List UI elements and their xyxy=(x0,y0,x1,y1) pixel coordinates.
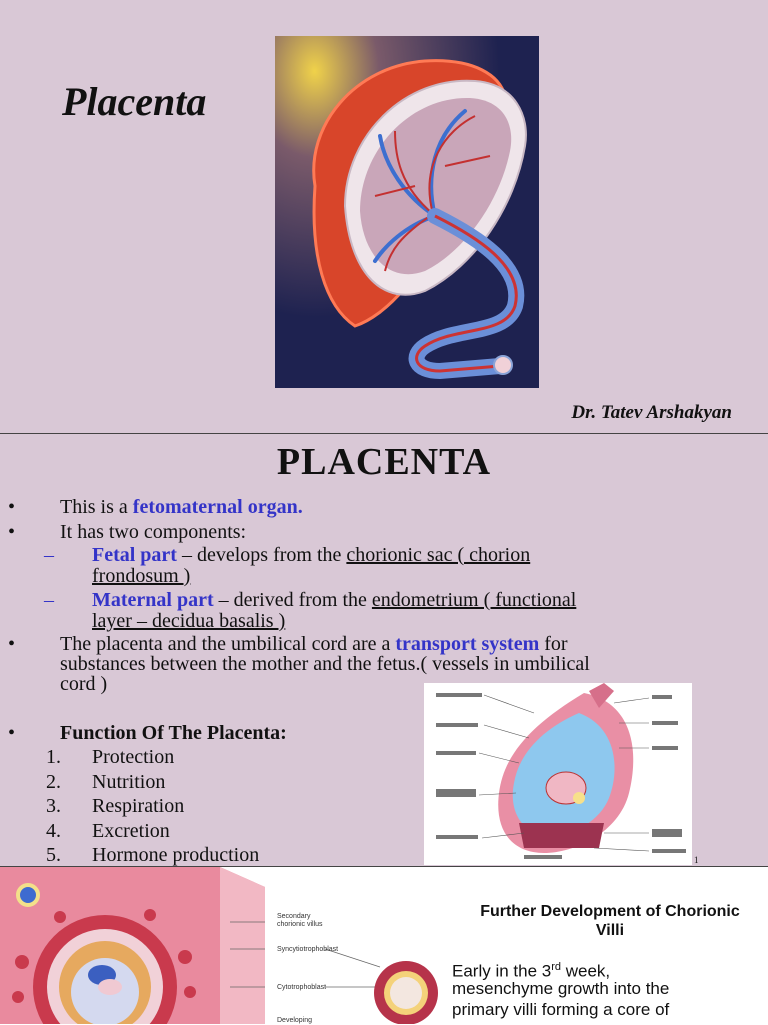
function-heading: Function Of The Placenta: xyxy=(60,722,287,744)
sub-bullet-text: frondosum ) xyxy=(92,565,190,587)
sub-bullet-text: layer – decidua basalis ) xyxy=(92,610,285,632)
sub-bullet-text: Fetal part – develops from the chorionic… xyxy=(92,544,530,566)
author-name: Dr. Tatev Arshakyan xyxy=(571,402,732,423)
underlined-text: frondosum ) xyxy=(92,565,191,587)
slide-divider xyxy=(0,433,768,434)
bullet-icon: • xyxy=(8,722,16,744)
slide3-title: Further Development of Chorionic Villi xyxy=(452,902,768,940)
diagram-label: chorionic villus xyxy=(277,921,323,928)
text-span: – derived from the xyxy=(213,589,372,611)
bullet-icon: • xyxy=(8,496,16,518)
text-span: Early in the 3 xyxy=(452,961,552,981)
highlight-text: Fetal part xyxy=(92,544,177,566)
chorionic-villi-diagram xyxy=(0,867,445,1024)
placenta-illustration xyxy=(275,36,539,388)
body-text: mesenchyme growth into the xyxy=(452,979,670,998)
function-number: 5. xyxy=(46,844,61,866)
bullet-text: The placenta and the umbilical cord are … xyxy=(60,633,568,655)
bullet-icon: • xyxy=(8,521,16,543)
slide-divider xyxy=(0,866,768,867)
bullet-text: substances between the mother and the fe… xyxy=(60,653,590,675)
bullet-text: This is a fetomaternal organ. xyxy=(60,496,303,518)
slide-heading: PLACENTA xyxy=(276,441,492,483)
diagram-label: Secondary xyxy=(277,913,311,920)
highlight-text: fetomaternal organ. xyxy=(132,496,303,518)
bullet-text: It has two components: xyxy=(60,521,247,543)
slide-title: Placenta xyxy=(62,79,207,124)
function-item: Excretion xyxy=(92,819,170,842)
function-item: Hormone production xyxy=(92,844,260,866)
superscript: rd xyxy=(551,961,562,973)
text-span: for xyxy=(539,633,568,655)
title-line: Villi xyxy=(595,922,625,939)
bullet-icon: • xyxy=(8,633,16,655)
text-span: – develops from the xyxy=(176,544,347,566)
text-span: The placenta and the umbilical cord are … xyxy=(60,633,396,655)
underlined-text: layer – decidua basalis ) xyxy=(92,610,286,632)
function-item: Respiration xyxy=(92,795,185,817)
body-text: Early in the 3rd week, xyxy=(452,957,610,982)
uterus-embryo-diagram xyxy=(424,683,692,865)
sub-bullet-text: Maternal part – derived from the endomet… xyxy=(92,589,576,611)
function-number: 4. xyxy=(46,819,61,842)
highlight-text: transport system xyxy=(395,633,540,655)
underlined-text: chorionic sac ( chorion xyxy=(346,544,531,566)
bullet-text: cord ) xyxy=(60,673,108,695)
diagram-label: Cytotrophoblast xyxy=(277,984,327,991)
diagram-label: Syncytiotrophoblast xyxy=(277,946,339,953)
page-marker: 1 xyxy=(694,855,699,865)
function-item: Nutrition xyxy=(92,770,166,793)
dash-icon: – xyxy=(44,589,54,611)
highlight-text: Maternal part xyxy=(92,589,214,611)
text-span: week, xyxy=(561,961,611,981)
dash-icon: – xyxy=(44,544,54,566)
function-number: 2. xyxy=(46,770,61,793)
text-span: This is a xyxy=(60,496,133,518)
function-number: 1. xyxy=(46,746,61,768)
diagram-label: Developing xyxy=(277,1017,313,1024)
function-number: 3. xyxy=(46,795,61,817)
function-item: Protection xyxy=(92,746,175,768)
underlined-text: endometrium ( functional xyxy=(371,589,577,611)
title-line: Further Development of Chorionic xyxy=(480,903,740,920)
body-text: primary villi forming a core of xyxy=(452,1000,670,1019)
